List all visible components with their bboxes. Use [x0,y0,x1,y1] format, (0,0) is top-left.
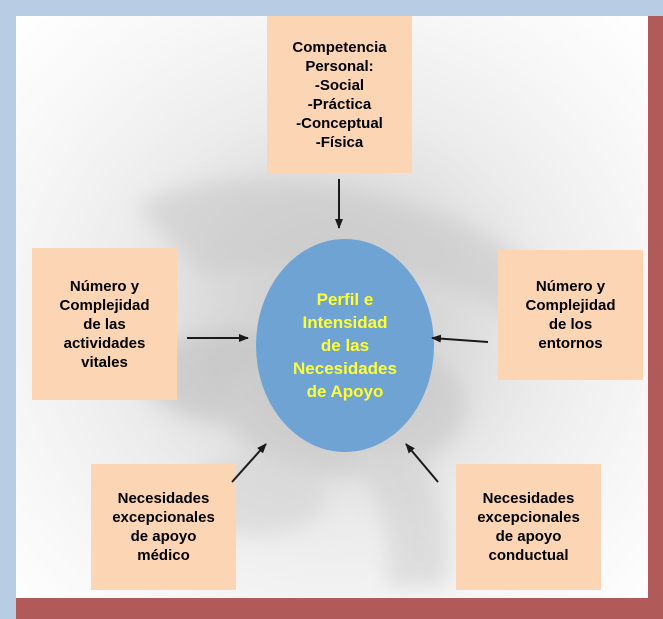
frame-right-border [648,16,663,619]
box-actividades-vitales: Número y Complejidad de las actividades … [32,248,177,400]
frame-top-border [0,0,663,16]
arrow-bottom-left [231,443,267,483]
center-ellipse-perfil: Perfil e Intensidad de las Necesidades d… [256,239,434,452]
frame-left-border [0,0,16,619]
arrows-layer [187,179,489,483]
box-entornos: Número y Complejidad de los entornos [498,250,643,380]
arrow-bottom-right [405,443,439,483]
box-apoyo-conductual: Necesidades excepcionales de apoyo condu… [456,464,601,590]
frame-bottom-border [16,598,663,619]
diagram-canvas: Competencia Personal: -Social -Práctica … [16,16,648,598]
box-competencia-personal: Competencia Personal: -Social -Práctica … [267,16,412,173]
arrow-right [431,334,489,343]
box-apoyo-medico: Necesidades excepcionales de apoyo médic… [91,464,236,590]
